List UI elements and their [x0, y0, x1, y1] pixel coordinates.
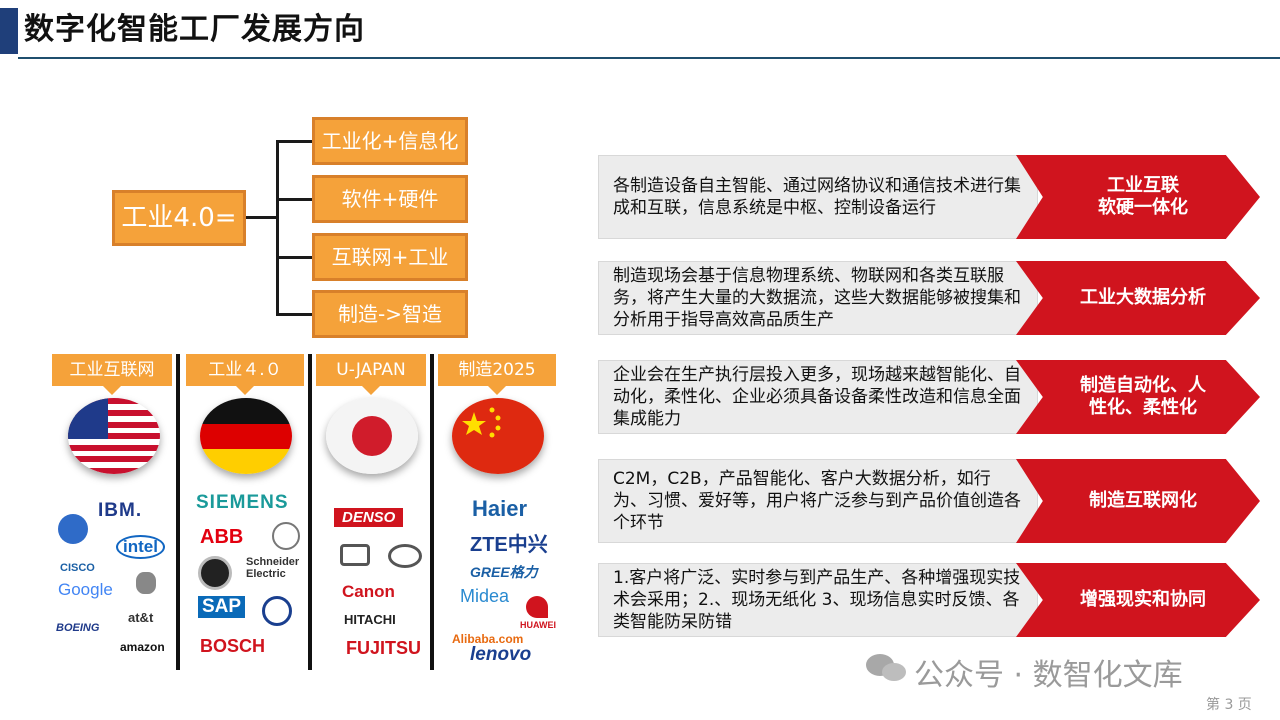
title-accent-bar: [0, 8, 18, 54]
gree-logo: GREE格力: [470, 564, 538, 580]
watermark-text: 公众号 · 数智化文库: [914, 658, 1183, 693]
connector-line: [276, 198, 312, 201]
midea-logo: Midea: [460, 586, 510, 606]
branch-box: 制造->智造: [312, 290, 468, 338]
ge-logo-icon: [58, 514, 88, 544]
abb-logo: ABB: [200, 526, 244, 548]
category-arrow: 制造自动化、人 性化、柔性化: [1016, 360, 1260, 434]
ibm-logo: IBM.: [98, 500, 143, 521]
canon-logo: Canon: [342, 582, 395, 601]
root-box: 工业4.0=: [112, 190, 246, 246]
page-number: 第 3 页: [1206, 697, 1252, 713]
zte-logo: ZTE中兴: [470, 534, 548, 556]
usa-flag-icon: [68, 398, 160, 474]
page-title: 数字化智能工厂发展方向: [24, 12, 365, 47]
bmw-logo-icon: [198, 556, 232, 590]
siemens-logo: SIEMENS: [196, 492, 289, 513]
column-divider: [308, 354, 312, 670]
sap-logo: SAP: [198, 596, 246, 618]
apple-logo-icon: [136, 572, 156, 594]
country-header: 制造2025: [438, 354, 556, 395]
toyota-logo-icon: [388, 544, 422, 568]
connector-line: [246, 216, 278, 219]
vw-logo-icon: [262, 596, 292, 626]
branch-box: 互联网+工业: [312, 233, 468, 281]
category-arrow: 制造互联网化: [1016, 459, 1260, 543]
description-box: C2M，C2B，产品智能化、客户大数据分析，如行为、习惯、爱好等，用户将广泛参与…: [598, 459, 1038, 543]
connector-line: [276, 140, 312, 143]
fujitsu-logo: FUJITSU: [346, 638, 422, 658]
alibaba-logo: Alibaba.com: [452, 632, 524, 646]
column-divider: [430, 354, 434, 670]
description-box: 企业会在生产执行层投入更多，现场越来越智能化、自动化，柔性化、企业必须具备设备柔…: [598, 360, 1038, 434]
title-divider: [18, 57, 1280, 59]
intel-logo: intel: [116, 535, 165, 559]
description-box: 1.客户将广泛、实时参与到产品生产、各种增强现实技术会采用；2.、现场无纸化 3…: [598, 563, 1038, 637]
denso-logo: DENSO: [334, 508, 404, 527]
category-arrow: 增强现实和协同: [1016, 563, 1260, 637]
connector-trunk: [276, 140, 279, 315]
mercedes-logo-icon: [272, 522, 300, 550]
lenovo-logo: lenovo: [470, 644, 532, 665]
country-header: 工业互联网: [52, 354, 172, 395]
column-divider: [176, 354, 180, 670]
cisco-logo: CISCO: [60, 562, 95, 574]
wechat-icon: [864, 652, 908, 684]
description-box: 制造现场会基于信息物理系统、物联网和各类互联服务，将产生大量的大数据流，这些大数…: [598, 261, 1038, 335]
japan-flag-icon: [326, 398, 418, 474]
att-logo: at&t: [128, 610, 154, 625]
description-box: 各制造设备自主智能、通过网络协议和通信技术进行集成和互联，信息系统是中枢、控制设…: [598, 155, 1038, 239]
bosch-logo: BOSCH: [200, 636, 266, 656]
category-arrow: 工业大数据分析: [1016, 261, 1260, 335]
country-header: 工业４.０: [186, 354, 304, 395]
connector-line: [276, 256, 312, 259]
amazon-logo: amazon: [120, 640, 165, 654]
haier-logo: Haier: [472, 496, 528, 521]
germany-flag-icon: [200, 398, 292, 474]
connector-line: [276, 313, 312, 316]
boeing-logo: BOEING: [56, 622, 100, 634]
china-flag-icon: [452, 398, 544, 474]
huawei-logo: HUAWEI: [520, 620, 556, 630]
branch-box: 工业化+信息化: [312, 117, 468, 165]
category-arrow: 工业互联 软硬一体化: [1016, 155, 1260, 239]
hitachi-logo: HITACHI: [344, 612, 396, 627]
google-logo: Google: [58, 580, 113, 599]
country-header: U-JAPAN: [316, 354, 426, 395]
huawei-logo-icon: [526, 596, 548, 618]
branch-box: 软件+硬件: [312, 175, 468, 223]
schneider-logo: Schneider Electric: [246, 556, 300, 580]
honda-logo-icon: [340, 544, 370, 566]
